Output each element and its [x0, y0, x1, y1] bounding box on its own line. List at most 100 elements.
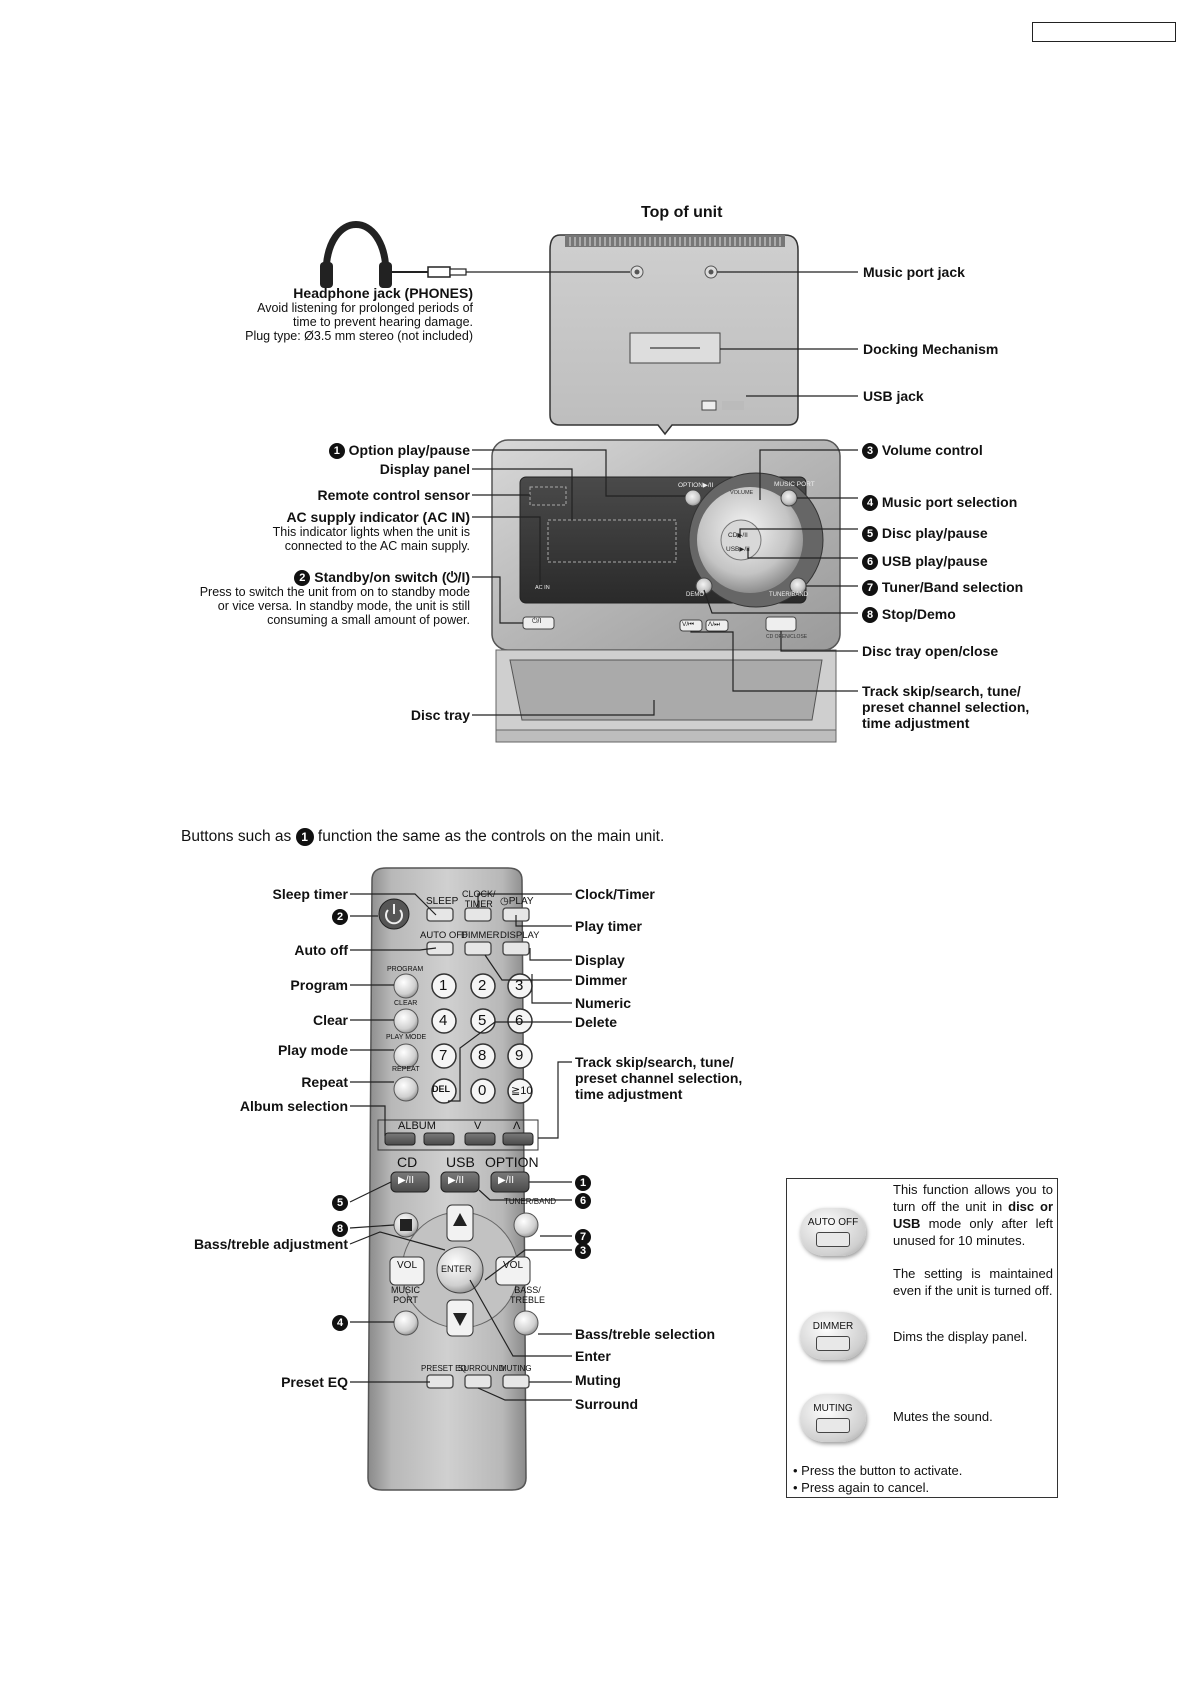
dimmer-description: Dims the display panel. [893, 1329, 1028, 1344]
repeat-label: Repeat [301, 1074, 348, 1090]
volume-control-label: 3 Volume control [862, 442, 983, 460]
callout-number: 4 [332, 1315, 348, 1332]
callout-number: 8 [332, 1221, 348, 1238]
auto-off-label: Auto off [294, 942, 348, 958]
tuner-band-selection-label: 7 Tuner/Band selection [862, 579, 1024, 597]
tuner-band-button[interactable]: TUNER/BAND [504, 1197, 557, 1206]
auto-off-bold: disc or USB [893, 1199, 1054, 1231]
remote-diagram [349, 867, 572, 1491]
muting-description: Mutes the sound. [893, 1409, 993, 1424]
preset-eq-button[interactable]: PRESET EQ [421, 1364, 467, 1373]
program-label: Program [290, 977, 348, 993]
vol-down-button[interactable]: VOL [397, 1260, 418, 1271]
delete-label: Delete [575, 1014, 618, 1030]
sleep-button[interactable]: SLEEP [426, 896, 459, 907]
music-port-button[interactable]: MUSIC PORT [391, 1285, 420, 1305]
document-code-box [1032, 22, 1176, 42]
auto-off-description: This function allows you to turn off the… [893, 1181, 1053, 1249]
option-callout: 1 [575, 1174, 591, 1192]
headphone-jack-label: Headphone jack (PHONES) [293, 285, 473, 301]
auto-off-text-1: This function allows you to turn off the… [893, 1182, 1053, 1214]
muting-illustration: MUTING [800, 1394, 866, 1442]
track-skip-label-1: Track skip/search, tune/ [862, 683, 1021, 699]
usb-label: USB [446, 1154, 475, 1170]
dimmer-illustration: DIMMER [800, 1312, 866, 1360]
digit-6-button[interactable]: 6 [515, 1012, 524, 1029]
digit-10-button[interactable]: ≧10 [511, 1085, 533, 1097]
digit-0-button[interactable]: 0 [478, 1082, 487, 1099]
headphone-note-1: Avoid listening for prolonged periods of [257, 301, 473, 315]
tuner-band-callout: 7 [575, 1228, 591, 1246]
usb-play-button[interactable]: ▶/II [448, 1175, 465, 1186]
standby-callout: 2 [150, 908, 348, 926]
clock-timer-button[interactable]: CLOCK/ TIMER [462, 889, 496, 909]
track-skip-label-3: time adjustment [862, 715, 970, 731]
callout-number: 6 [575, 1193, 591, 1210]
enter-button[interactable]: ENTER [441, 1264, 472, 1274]
auto-off-illustration: AUTO OFF [800, 1208, 866, 1256]
dimmer-button[interactable]: DIMMER [461, 930, 500, 941]
digit-8-button[interactable]: 8 [478, 1047, 487, 1064]
bullet-item: • Press again to cancel. [793, 1480, 930, 1495]
muting-label: Muting [575, 1372, 621, 1388]
top-of-unit-title: Top of unit [641, 204, 723, 221]
auto-off-button[interactable]: AUTO OFF [420, 930, 468, 941]
panel-option-text: OPTION▶/II [678, 482, 714, 489]
option-play-button[interactable]: ▶/II [498, 1175, 515, 1186]
callout-number: 7 [575, 1229, 591, 1246]
program-button[interactable]: PROGRAM [387, 966, 424, 973]
digit-3-button[interactable]: 3 [515, 977, 524, 994]
digit-2-button[interactable]: 2 [478, 977, 487, 994]
album-selection-label: Album selection [239, 1098, 348, 1114]
digit-5-button[interactable]: 5 [478, 1012, 487, 1029]
digit-4-button[interactable]: 4 [439, 1012, 448, 1029]
ac-note-1: This indicator lights when the unit is [272, 525, 470, 539]
intro-sentence: Buttons such as 1 function the same as t… [181, 828, 664, 846]
auto-off-text-2: mode only after left unused for 10 minut… [893, 1216, 1053, 1248]
standby-button[interactable]: ⏻/I [532, 618, 542, 625]
panel-volume-text: VOLUME [730, 490, 754, 496]
dimmer-key-text: DIMMER [812, 1321, 854, 1332]
del-button[interactable]: DEL [432, 1084, 450, 1094]
callout-number: 5 [862, 526, 878, 543]
up-label: Λ [513, 1120, 521, 1132]
callout-number: 4 [862, 495, 878, 512]
headphone-note-3: Plug type: Ø3.5 mm stereo (not included) [245, 329, 473, 343]
panel-demo-text: DEMO [686, 592, 704, 598]
music-port-jack-label: Music port jack [863, 264, 965, 280]
digit-9-button[interactable]: 9 [515, 1047, 524, 1064]
label-text: Disc play/pause [881, 525, 988, 541]
clear-button[interactable]: CLEAR [394, 1000, 418, 1007]
headphone-icon [320, 221, 467, 288]
muting-button[interactable]: MUTING [500, 1364, 532, 1373]
play-mode-button[interactable]: PLAY MODE [386, 1034, 427, 1041]
digit-1-button[interactable]: 1 [439, 977, 448, 994]
surround-button[interactable]: SURROUND [458, 1364, 505, 1373]
stop-callout: 8 [150, 1220, 348, 1238]
cd-play-button[interactable]: ▶/II [398, 1175, 415, 1186]
play-timer-button[interactable]: ◷PLAY [500, 896, 534, 907]
panel-tuner-text: TUNER/BAND [769, 592, 809, 598]
track-skip-label-2: preset channel selection, [862, 699, 1030, 715]
play-timer-label: Play timer [575, 918, 642, 934]
headphone-note-2: time to prevent hearing damage. [293, 315, 473, 329]
usb-play-pause-label: 6 USB play/pause [862, 553, 988, 571]
bass-treble-button[interactable]: BASS/ TREBLE [510, 1285, 546, 1305]
preset-eq-label: Preset EQ [281, 1374, 348, 1390]
usb-play-callout: 6 [575, 1192, 591, 1210]
repeat-button[interactable]: REPEAT [392, 1066, 420, 1073]
display-button[interactable]: DISPLAY [500, 930, 540, 941]
intro-after: function the same as the controls on the… [317, 828, 665, 846]
panel-music-port-text: MUSIC PORT [774, 481, 815, 488]
callout-number: 5 [332, 1195, 348, 1212]
track-skip-label-1: Track skip/search, tune/ [575, 1054, 734, 1070]
digit-7-button[interactable]: 7 [439, 1047, 448, 1064]
standby-note-2: or vice versa. In standby mode, the unit… [217, 599, 470, 613]
skip-forward-button[interactable]: Λ/⏭ [708, 621, 720, 628]
standby-note-3: consuming a small amount of power. [267, 613, 470, 627]
down-label: V [474, 1120, 482, 1132]
skip-back-button[interactable]: V/⏮ [682, 621, 694, 628]
vol-up-button[interactable]: VOL [503, 1260, 524, 1271]
label-text: Tuner/Band selection [881, 579, 1024, 595]
music-port-selection-label: 4 Music port selection [862, 494, 1017, 512]
